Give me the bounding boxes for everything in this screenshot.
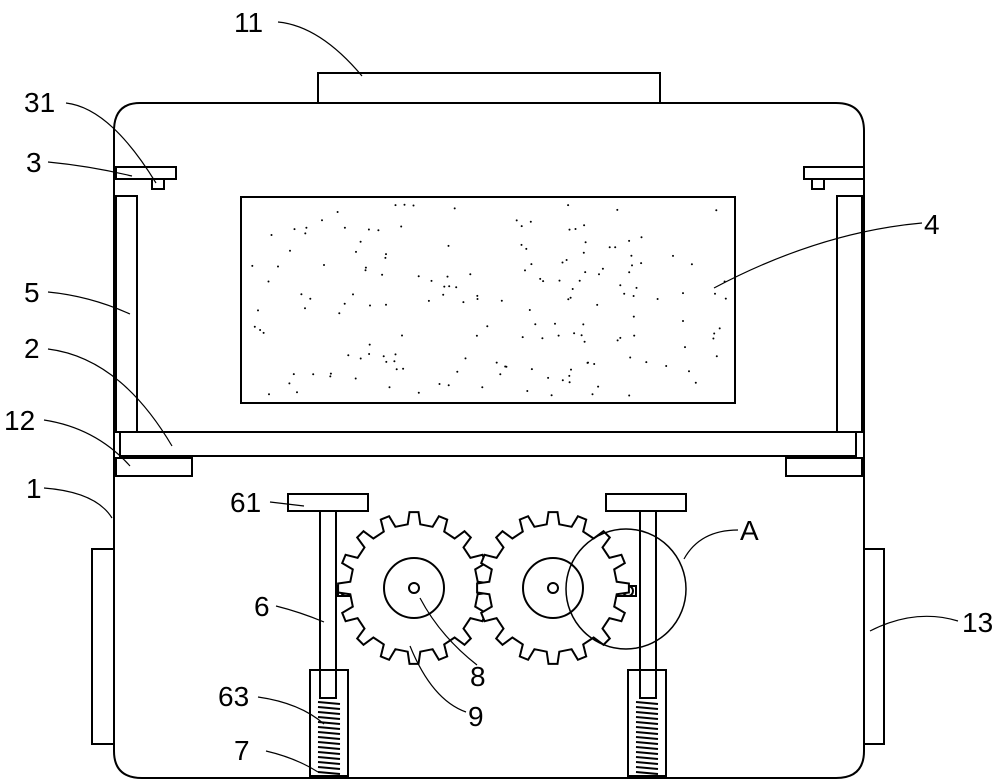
leader-13 (869, 615, 959, 632)
left-guide-rail-5 (115, 195, 138, 433)
left-lifting-rod-6 (319, 510, 337, 676)
left-side-pad (91, 548, 117, 745)
left-spring-63 (317, 701, 341, 775)
panel-4 (240, 196, 736, 404)
label-1: 1 (26, 473, 42, 504)
leader-4 (713, 222, 923, 289)
label-11: 11 (234, 7, 263, 38)
right-top-plate (605, 493, 687, 512)
left-inner-rod (319, 669, 337, 699)
label-8: 8 (470, 661, 486, 692)
left-shaft-8 (408, 582, 420, 594)
label-6: 6 (254, 591, 270, 622)
left-support-block-12 (115, 457, 193, 477)
leader-6 (275, 605, 325, 623)
leader-5 (47, 291, 131, 315)
leader-A (683, 529, 739, 560)
leader-9 (409, 645, 467, 713)
label-63: 63 (218, 681, 249, 712)
left-top-plate-61 (287, 493, 369, 512)
right-shaft (547, 582, 559, 594)
leader-61 (269, 501, 305, 507)
label-31: 31 (24, 87, 55, 118)
leader-3 (47, 161, 133, 177)
leader-11 (277, 21, 363, 77)
right-small-block (811, 178, 825, 190)
leader-12 (43, 419, 131, 467)
leader-2 (47, 348, 173, 447)
label-9: 9 (468, 701, 484, 732)
left-top-bracket-3 (115, 166, 177, 180)
top-handle-11 (317, 72, 661, 105)
label-2: 2 (24, 333, 40, 364)
leader-7 (265, 750, 319, 773)
panel-speckle-texture (251, 203, 727, 397)
right-inner-rod (639, 669, 657, 699)
label-A: A (740, 515, 759, 546)
left-small-block-31 (151, 178, 165, 190)
support-plate-2 (119, 431, 857, 457)
label-5: 5 (24, 277, 40, 308)
detail-circle-A (565, 528, 687, 650)
leader-31 (65, 102, 157, 184)
label-3: 3 (26, 147, 42, 178)
right-support-block (785, 457, 863, 477)
label-12: 12 (4, 405, 35, 436)
label-7: 7 (234, 735, 250, 766)
label-13: 13 (962, 607, 993, 638)
leader-63 (257, 696, 325, 725)
leader-1 (43, 487, 113, 519)
label-4: 4 (924, 209, 940, 240)
right-top-bracket-3 (803, 166, 865, 180)
right-spring (635, 701, 659, 775)
right-guide-rail (836, 195, 863, 433)
label-61: 61 (230, 487, 261, 518)
leader-8 (419, 597, 478, 666)
